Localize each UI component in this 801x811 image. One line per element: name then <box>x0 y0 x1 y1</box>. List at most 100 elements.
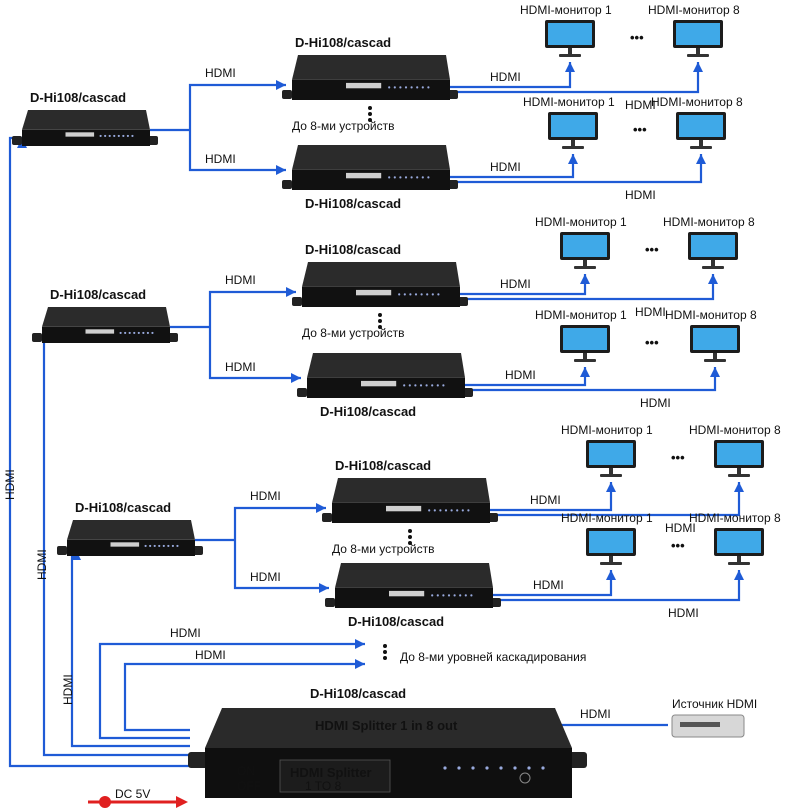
level-3-cascade-device-led <box>144 544 147 548</box>
level-2-sub-device-top-top <box>302 262 460 287</box>
level-3-wire-label-top: HDMI <box>250 489 281 503</box>
level-2-row-top-monitor-8-stand <box>702 266 724 269</box>
level-3-sub-device-top-ear-left <box>322 513 332 522</box>
level-2-row-bottom-wire-label-8: HDMI <box>640 396 671 410</box>
level-1-devices-dots <box>368 118 372 122</box>
level-1-cascade-device-led <box>104 134 107 138</box>
level-3-row-bottom-monitor-8-screen <box>717 531 761 553</box>
level-2-cascade-device-led <box>137 331 140 335</box>
hdmi-source-tray <box>680 722 720 727</box>
level-3-sub-device-top-led <box>456 509 459 512</box>
level-2-cascade-device-led <box>133 331 136 335</box>
level-2-sub-device-bottom-led <box>403 384 406 387</box>
level-3-row-top-monitor-8 <box>714 440 764 477</box>
level-3-row-top-wire-label-1: HDMI <box>530 493 561 507</box>
level-2-row-bottom-wire-monitor-8 <box>465 367 717 392</box>
level-2-sub-device-bottom-led <box>419 384 423 387</box>
level-3-row-bottom-monitor-label-8: HDMI-монитор 8 <box>689 511 781 525</box>
level-3-sub-device-bottom-led <box>431 594 434 597</box>
level-2-sub-device-bottom-led <box>431 384 434 387</box>
cascade-levels-dots <box>383 650 387 654</box>
level-3-row-bottom-wire-monitor-8-arrowhead <box>734 570 744 580</box>
level-2-row-bottom-monitor-1-neck <box>583 353 587 359</box>
level-2-fork-top-arrowhead <box>286 287 296 297</box>
level-3-sub-device-top-label: D-Hi108/cascad <box>335 458 431 473</box>
level-3-sub-device-bottom <box>325 563 501 608</box>
level-2-sub-device-top-ear-left <box>292 297 302 306</box>
level-2-devices-dots <box>378 319 382 323</box>
level-3-row-bottom-monitor-ellipsis: ••• <box>671 538 685 553</box>
main-splitter-ear-left <box>188 752 210 768</box>
level-1-cascade-device-ear-right <box>148 136 158 145</box>
main-splitter-led <box>471 766 475 770</box>
level-2-sub-device-bottom-top <box>307 353 465 378</box>
level-1-sub-device-bottom-led <box>404 176 408 179</box>
trunk-label-3: HDMI <box>61 674 75 705</box>
power-bolt-icon <box>99 796 111 808</box>
level-2-cascade-device <box>32 307 178 343</box>
main-splitter-panel-title: HDMI Splitter 1 in 8 out <box>315 718 458 733</box>
level-2-sub-device-top-led <box>437 293 440 296</box>
level-2-row-bottom-wire-monitor-8-arrowhead <box>710 367 720 377</box>
level-2-up-to-devices: До 8-ми устройств <box>302 326 405 340</box>
level-1-row-top-monitor-ellipsis: ••• <box>630 30 644 45</box>
level-3-sub-device-top <box>322 478 498 523</box>
level-3-sub-device-top-led <box>450 509 453 512</box>
level-1-cascade-device-label: D-Hi108/cascad <box>30 90 126 105</box>
level-3-row-top-monitor-label-1: HDMI-монитор 1 <box>561 423 653 437</box>
level-1-wire-label-bottom: HDMI <box>205 152 236 166</box>
main-splitter-label: D-Hi108/cascad <box>310 686 406 701</box>
level-1-row-bottom-monitor-1-stand <box>562 146 584 149</box>
level-3-sub-device-top-ear-right <box>488 513 498 522</box>
level-2-sub-device-bottom-led <box>436 384 439 387</box>
level-2-sub-device-top-label: D-Hi108/cascad <box>305 242 401 257</box>
level-1-row-bottom-wire-label-1: HDMI <box>490 160 521 174</box>
level-2-row-bottom-wire-monitor-1-arrowhead <box>580 367 590 377</box>
level-3-cascade-device-led <box>149 544 152 548</box>
main-splitter-switch-off: OFF <box>237 779 261 793</box>
level-2-row-bottom-monitor-label-1: HDMI-монитор 1 <box>535 308 627 322</box>
level-2-row-bottom-monitor-label-8: HDMI-монитор 8 <box>665 308 757 322</box>
trunk-more-label-1: HDMI <box>170 626 201 640</box>
level-1-row-bottom-monitor-label-1: HDMI-монитор 1 <box>523 95 615 109</box>
level-2-sub-device-bottom-led <box>408 384 411 387</box>
trunk-cascade-more-2 <box>123 662 365 732</box>
trunk-label-2: HDMI <box>35 549 49 580</box>
level-3-row-bottom-wire-label-1: HDMI <box>533 578 564 592</box>
level-1-row-top-monitor-8-stand <box>687 54 709 57</box>
main-splitter-led <box>443 766 447 770</box>
level-1-sub-device-bottom-led <box>427 176 430 179</box>
level-1-sub-device-top <box>282 55 458 100</box>
level-3-row-top-monitor-8-neck <box>737 468 741 474</box>
level-2-fork-bottom <box>208 327 301 380</box>
level-3-wire-label-bottom: HDMI <box>250 570 281 584</box>
level-2-row-top-wire-label-1: HDMI <box>500 277 531 291</box>
level-1-row-bottom-monitor-1-screen <box>551 115 595 137</box>
trunk-label-1: HDMI <box>3 469 17 500</box>
level-1-sub-device-bottom-led <box>393 176 396 179</box>
level-2-row-top-monitor-label-8: HDMI-монитор 8 <box>663 215 755 229</box>
level-1-cascade-device-led <box>122 134 125 138</box>
main-splitter-led <box>527 766 531 770</box>
level-3-cascade-device-led <box>158 544 161 548</box>
level-2-cascade-device-ear-left <box>32 333 42 342</box>
level-1-row-bottom-monitor-8-screen <box>679 115 723 137</box>
level-2-fork-bottom-arrowhead <box>291 373 301 383</box>
level-3-cascade-device-ear-left <box>57 546 67 555</box>
level-3-sub-device-bottom-front <box>335 587 493 608</box>
trunk-cascade-more-1 <box>98 642 365 740</box>
level-1-cascade-device-led <box>117 134 120 138</box>
level-2-sub-device-bottom-label-plate <box>361 380 397 387</box>
level-1-row-top-monitor-8-screen <box>676 23 720 45</box>
level-3-sub-device-bottom-led <box>442 594 445 597</box>
main-splitter-top <box>205 708 572 748</box>
level-2-row-bottom-monitor-ellipsis: ••• <box>645 335 659 350</box>
level-2-sub-device-bottom-led <box>442 384 445 387</box>
main-splitter-brand: HDMI Splitter <box>290 765 372 780</box>
level-2-sub-device-top-ear-right <box>458 297 468 306</box>
level-2-cascade-device-led <box>151 331 154 335</box>
main-splitter-badge <box>279 759 391 793</box>
level-1-sub-device-top-led <box>421 86 424 89</box>
level-2-wire-label-bottom: HDMI <box>225 360 256 374</box>
level-2-wire-label-top: HDMI <box>225 273 256 287</box>
